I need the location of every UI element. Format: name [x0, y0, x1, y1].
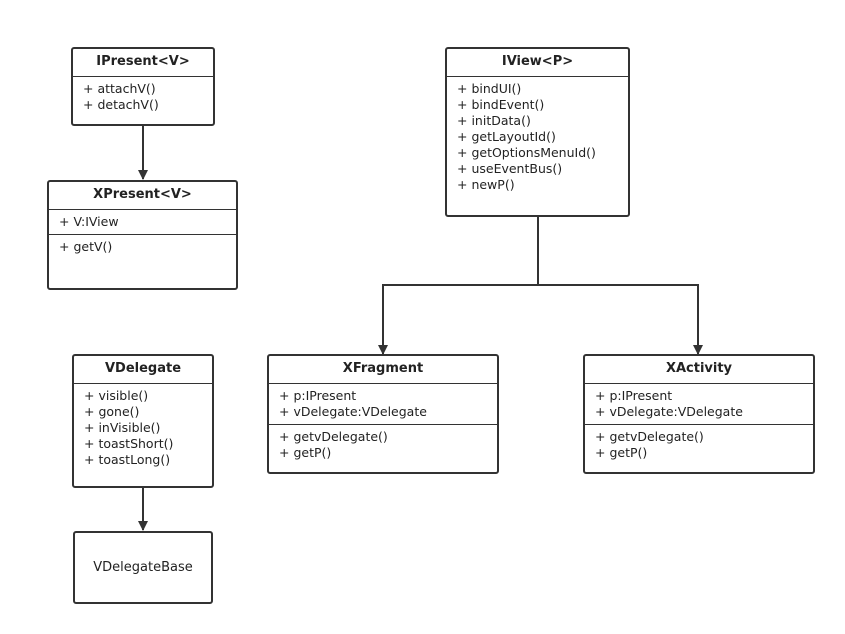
- iview-member: + getLayoutId(): [457, 129, 556, 144]
- xfragment-member: + vDelegate:VDelegate: [279, 404, 427, 419]
- vdelegate-member: + inVisible(): [84, 420, 161, 435]
- vdelegate-section-0: + visible()+ gone()+ inVisible()+ toastS…: [74, 384, 212, 472]
- class-xfragment: XFragment+ p:IPresent+ vDelegate:VDelega…: [267, 354, 499, 474]
- class-vdelegatebase: VDelegateBase: [73, 531, 213, 604]
- xactivity-title: XActivity: [585, 356, 813, 384]
- xpresent-member: + V:IView: [59, 214, 119, 229]
- iview-title: IView<P>: [447, 49, 628, 77]
- xpresent-member: + getV(): [59, 239, 113, 254]
- iview-member: + getOptionsMenuId(): [457, 145, 596, 160]
- iview-member: + newP(): [457, 177, 515, 192]
- xpresent-section-1: + getV(): [49, 234, 236, 259]
- xactivity-member: + getP(): [595, 445, 648, 460]
- vdelegate-member: + toastLong(): [84, 452, 171, 467]
- class-ipresent: IPresent<V>+ attachV()+ detachV(): [71, 47, 215, 126]
- xfragment-title: XFragment: [269, 356, 497, 384]
- xfragment-section-1: + getvDelegate()+ getP(): [269, 424, 497, 465]
- xfragment-member: + p:IPresent: [279, 388, 357, 403]
- connector-iview-trunk: [378, 216, 539, 355]
- vdelegatebase-label: VDelegateBase: [93, 560, 193, 575]
- ipresent-section-0: + attachV()+ detachV(): [73, 77, 213, 117]
- iview-member: + initData(): [457, 113, 531, 128]
- ipresent-member: + detachV(): [83, 97, 159, 112]
- iview-member: + bindEvent(): [457, 97, 545, 112]
- ipresent-title: IPresent<V>: [73, 49, 213, 77]
- xpresent-title: XPresent<V>: [49, 182, 236, 210]
- iview-section-0: + bindUI()+ bindEvent()+ initData()+ get…: [447, 77, 628, 197]
- xfragment-section-0: + p:IPresent+ vDelegate:VDelegate: [269, 384, 497, 424]
- class-xpresent: XPresent<V> + V:IView + getV(): [47, 180, 238, 290]
- ipresent-member: + attachV(): [83, 81, 156, 96]
- xfragment-member: + getP(): [279, 445, 332, 460]
- iview-member: + bindUI(): [457, 81, 522, 96]
- class-iview: IView<P>+ bindUI()+ bindEvent()+ initDat…: [445, 47, 630, 217]
- class-vdelegate: VDelegate+ visible()+ gone()+ inVisible(…: [72, 354, 214, 488]
- connector-iview-to-xactivity: [538, 284, 703, 355]
- xactivity-member: + vDelegate:VDelegate: [595, 404, 743, 419]
- vdelegate-member: + visible(): [84, 388, 149, 403]
- vdelegate-title: VDelegate: [74, 356, 212, 384]
- xactivity-section-1: + getvDelegate()+ getP(): [585, 424, 813, 465]
- xpresent-section-0: + V:IView: [49, 210, 236, 234]
- vdelegate-member: + toastShort(): [84, 436, 174, 451]
- iview-member: + useEventBus(): [457, 161, 563, 176]
- xfragment-member: + getvDelegate(): [279, 429, 388, 444]
- xactivity-member: + getvDelegate(): [595, 429, 704, 444]
- xactivity-section-0: + p:IPresent+ vDelegate:VDelegate: [585, 384, 813, 424]
- xactivity-member: + p:IPresent: [595, 388, 673, 403]
- vdelegate-member: + gone(): [84, 404, 140, 419]
- class-xactivity: XActivity+ p:IPresent+ vDelegate:VDelega…: [583, 354, 815, 474]
